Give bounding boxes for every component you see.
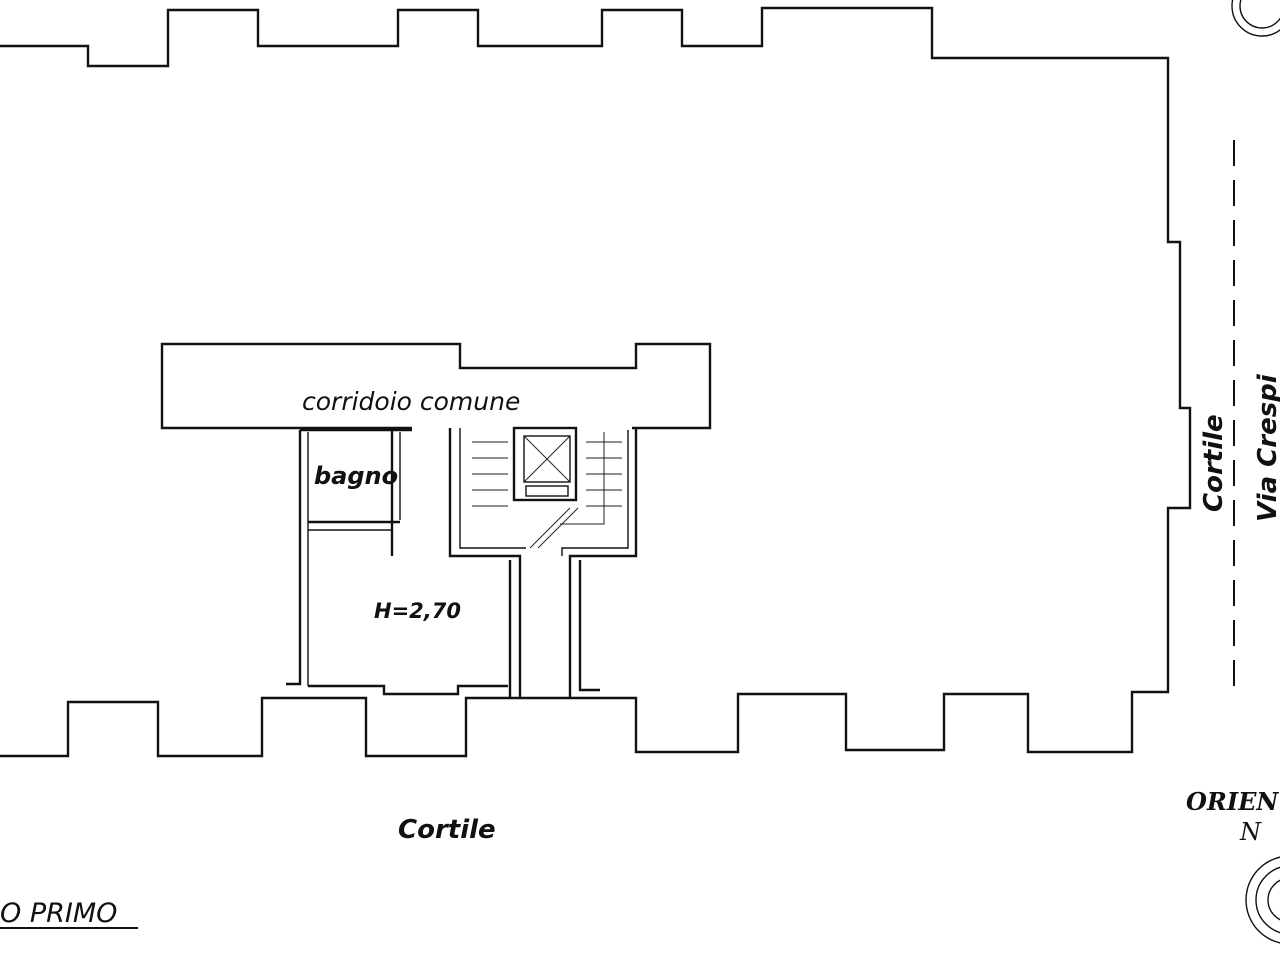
elevator-shaft: [512, 426, 578, 502]
orientation-label: ORIEN: [1186, 787, 1279, 816]
unit-bottom-wall: [308, 684, 508, 696]
stair-core-inner: [459, 428, 526, 549]
stair-core-east-inner: [561, 430, 629, 556]
passage-east: [578, 560, 600, 692]
north-label: N: [1239, 818, 1262, 846]
corridor-label: corridoio comune: [302, 387, 520, 416]
elevator-door: [525, 485, 569, 497]
courtyard-south-label: Cortile: [398, 815, 496, 845]
corridor-outline: [160, 342, 712, 430]
stair-treads: [472, 432, 622, 549]
building-outline: [0, 6, 1192, 758]
unit-west-wall: [286, 430, 302, 686]
street-label: Via Crespi: [1253, 373, 1280, 522]
floor-label: O PRIMO: [0, 898, 117, 929]
courtyard-east-label: Cortile: [1199, 414, 1229, 512]
bathroom-label: bagno: [314, 462, 398, 490]
height-label: H=2,70: [374, 599, 461, 623]
stair-core-outline: [448, 428, 522, 698]
stair-core-east: [568, 428, 638, 698]
elevator-cab: [523, 435, 571, 483]
compass-icon: [1245, 856, 1280, 944]
stamp-icon: [1231, 0, 1280, 37]
